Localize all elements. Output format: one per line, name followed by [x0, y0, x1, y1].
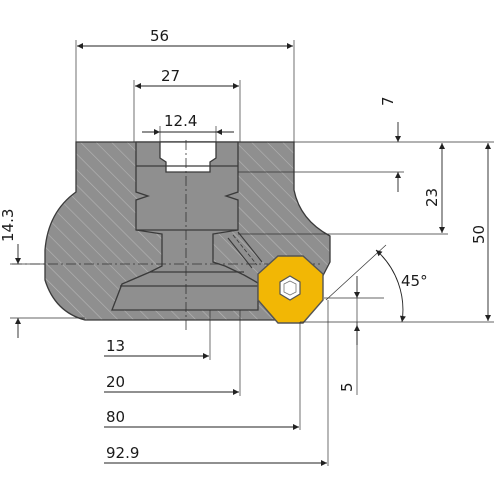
dim-keyway-depth: 7	[379, 96, 397, 106]
dim-counterbore-diameter: 20	[106, 373, 125, 391]
dim-side-height: 14.3	[0, 209, 17, 242]
screw-channel	[227, 231, 263, 269]
dim-cutting-diameter: 92.9	[106, 444, 139, 462]
dim-max-depth-of-cut: 5	[338, 382, 356, 392]
dimension-labels: 56 27 12.4 7 23 50 14.3 45° 13 20 80 92.…	[0, 27, 488, 462]
dim-body-height: 23	[423, 188, 441, 207]
hex-socket-screw-icon	[279, 275, 301, 301]
dim-bore-diameter: 13	[106, 337, 125, 355]
keyway-slot	[159, 141, 217, 173]
dim-body-diameter: 80	[106, 408, 125, 426]
insert	[257, 255, 324, 324]
dimension-lines	[15, 43, 491, 466]
extension-lines	[10, 40, 494, 466]
dim-overall-width: 56	[150, 27, 169, 45]
dim-bore-width: 27	[161, 67, 180, 85]
dim-total-height: 50	[470, 225, 488, 244]
dim-keyway-width: 12.4	[164, 112, 197, 130]
dim-lead-angle: 45°	[401, 272, 428, 290]
